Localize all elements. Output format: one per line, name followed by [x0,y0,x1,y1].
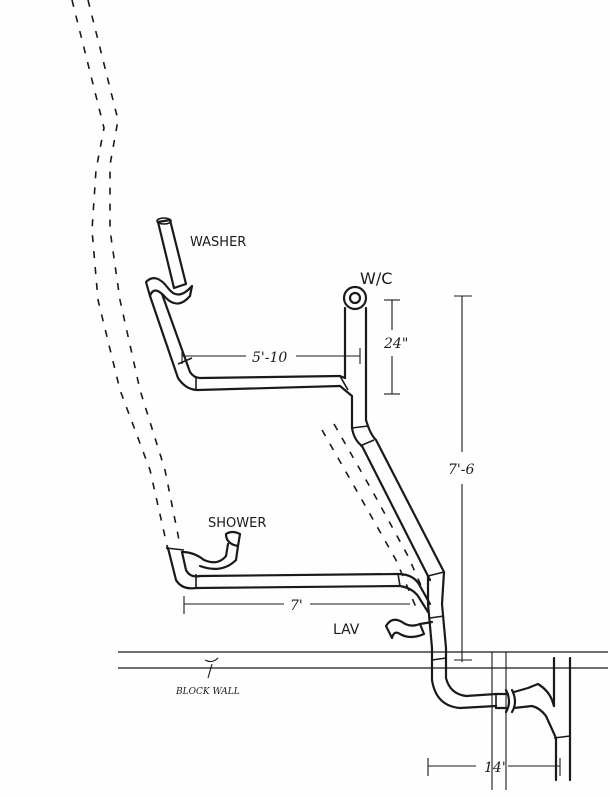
lav-pipe [384,618,434,640]
dashed-line-outer [71,0,169,551]
dashed-vent-lines [71,0,431,613]
diagonal-joint [359,439,375,447]
wc-flange-inner [348,291,362,305]
break-mark-a [504,688,511,714]
wc-pipe [338,285,446,582]
dashed-line-middle-b [333,423,431,607]
wc-wye [338,374,354,430]
washer-standpipe [156,218,188,290]
shower-joint-a [165,547,185,551]
dashed-line-inner [87,0,181,546]
dimension-lines [181,295,561,790]
washer-pipe [144,217,342,392]
washer-p-trap [144,277,194,305]
main-stack [426,570,498,710]
shower-wye-joint [397,573,401,587]
dim-label-shower-run: 7' [290,598,303,614]
break-mark-b [510,688,517,714]
bottom-stack [552,656,572,782]
lav-trap [384,618,426,640]
label-wc: W/C [360,269,392,288]
wc-flange-outer [342,285,368,311]
label-shower: SHOWER [208,516,266,531]
label-block-wall: BLOCK WALL [175,687,240,697]
stack-upper [426,570,448,650]
washer-drain-top [148,294,342,392]
stack-joint-top [427,571,445,577]
dashed-line-middle-a [321,429,419,613]
washer-standpipe-top [156,217,172,225]
label-washer: WASHER [190,235,246,250]
wc-joint-a [351,425,369,429]
shower-drain-cap [224,530,242,548]
bottom-right-pipe [494,656,572,782]
dim-label-vertical-drop: 7'-6 [448,462,474,478]
label-lav: LAV [333,622,360,638]
washer-drain-bottom [160,292,342,380]
washer-joint [177,357,193,365]
shower-p-trap [180,542,240,571]
bottom-stack-joint [553,735,571,739]
block-wall [118,651,608,679]
wc-wye-joint [339,375,349,391]
shower-drain [166,546,402,590]
bottom-wye [512,682,558,740]
stack-joint-mid [429,615,445,619]
lav-arm [418,620,434,626]
shower-pipe [165,530,432,614]
block-wall-leader [204,657,219,679]
shower-wye [396,572,432,614]
stack-lower-elbow [430,646,498,710]
dim-label-bottom-run: 14' [484,760,506,776]
dim-label-washer-wc: 5'-10 [252,350,287,366]
wc-riser [343,306,368,422]
stack-joint-low [431,657,447,661]
dim-label-wc-riser: 24" [383,336,408,352]
